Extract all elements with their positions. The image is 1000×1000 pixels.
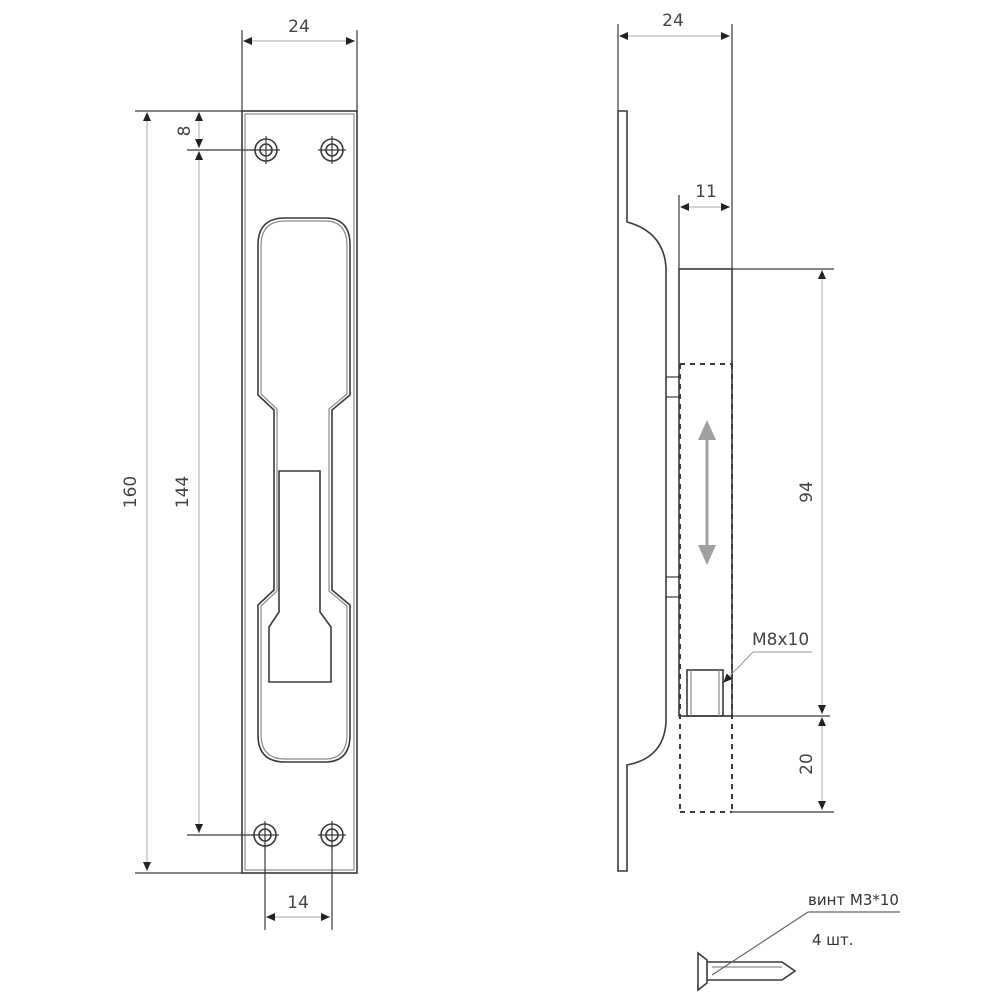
- front-height-label: 160: [121, 476, 141, 508]
- hole-spacing-horizontal-label: 14: [287, 893, 309, 913]
- side-width-label: 24: [662, 11, 684, 31]
- side-view: M8x10 24 11 94 20: [617, 11, 834, 872]
- screw-note-line2: 4 шт.: [812, 931, 854, 949]
- bolt-extension-label: 20: [797, 753, 817, 775]
- mounting-hole-top-left: [252, 136, 280, 164]
- bolt-travel-label: 94: [797, 481, 817, 503]
- screw-note-line1: винт M3*10: [808, 891, 899, 909]
- thread-block: [686, 669, 724, 717]
- bolt-handle: [268, 470, 332, 683]
- front-view: 24 160 8 144 14: [121, 17, 358, 930]
- mounting-hole-top-right: [318, 136, 346, 164]
- screw-note: винт M3*10 4 шт.: [697, 891, 900, 992]
- mounting-hole-bottom-right: [318, 821, 346, 849]
- bolt-depth-label: 11: [695, 182, 717, 202]
- motion-arrow-icon: [698, 420, 716, 565]
- thread-label: M8x10: [752, 630, 809, 650]
- slot-outline: [257, 217, 351, 763]
- screw-icon: [697, 951, 797, 992]
- hole-spacing-vertical-label: 144: [173, 476, 193, 508]
- plate-profile: [617, 110, 667, 872]
- front-width-label: 24: [288, 17, 310, 37]
- plate-outline: [241, 110, 358, 874]
- mounting-hole-bottom-left: [251, 821, 279, 849]
- hole-offset-label: 8: [175, 126, 195, 137]
